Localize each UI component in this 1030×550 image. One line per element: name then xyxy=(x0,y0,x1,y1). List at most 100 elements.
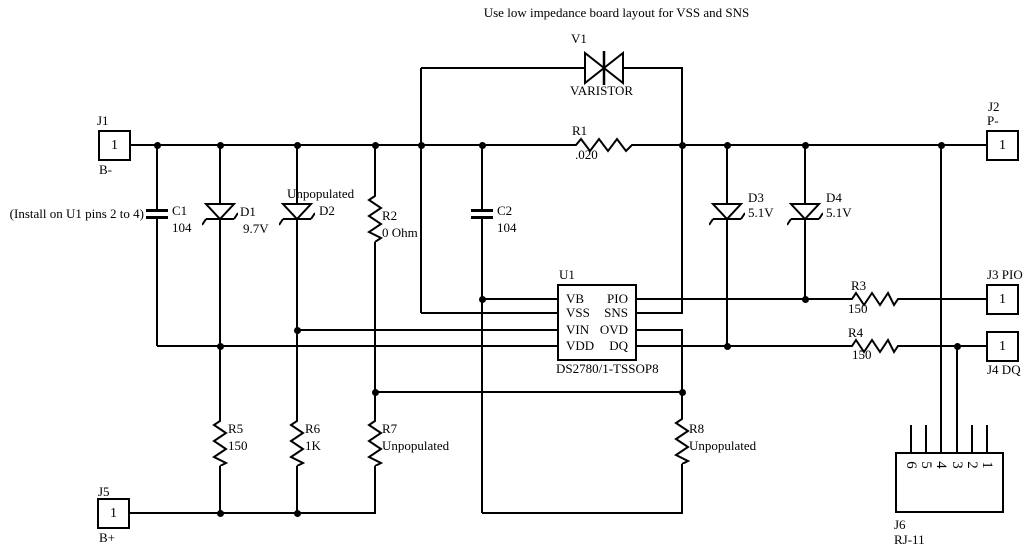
capacitor-icon-c2 xyxy=(471,216,493,219)
j1-net-label: B- xyxy=(99,162,112,177)
r5-value-label: 150 xyxy=(228,438,248,453)
d2-ref-label: D2 xyxy=(319,203,335,218)
r6-value-label: 1K xyxy=(305,438,321,453)
j6-pin-number: 6 xyxy=(903,461,919,469)
connector-j2: 1 xyxy=(986,130,1019,161)
r8-ref-label: R8 xyxy=(689,421,705,436)
j1-pin-number: 1 xyxy=(111,137,118,153)
c1-ref-label: C1 xyxy=(172,203,188,218)
wire-r2-top xyxy=(374,145,376,192)
wire-vss xyxy=(421,312,559,314)
resistor-icon-r4 xyxy=(848,338,900,354)
wire-pminus-bus xyxy=(638,144,986,146)
connector-j6 xyxy=(895,452,1004,513)
wire-r6-bottom xyxy=(296,466,298,513)
wire-bminus-bus xyxy=(130,144,570,146)
r6-ref-label: R6 xyxy=(305,421,321,436)
j2-pin-number: 1 xyxy=(999,137,1006,153)
j5-ref-label: J5 xyxy=(98,484,110,499)
wire-d4-top xyxy=(804,145,806,204)
wire-d1-top xyxy=(219,145,221,204)
junction-dot xyxy=(723,141,731,149)
wire-dq-a xyxy=(634,345,850,347)
r4-ref-label: R4 xyxy=(848,325,864,340)
r1-value-label: .020 xyxy=(575,147,598,162)
r8-value-label: Unpopulated xyxy=(689,438,757,453)
junction-dot xyxy=(478,141,486,149)
v1-ref-label: V1 xyxy=(571,31,587,46)
junction-dot xyxy=(153,141,161,149)
wire-r2-r7 xyxy=(374,242,376,418)
v1-value-label: VARISTOR xyxy=(570,83,634,98)
u1-pin-vin: VIN xyxy=(566,322,590,337)
install-note: (Install on U1 pins 2 to 4) xyxy=(9,206,144,221)
wire-ovd-r8 xyxy=(681,330,683,416)
wire-varistor-right xyxy=(622,67,683,69)
wire-j6-pin3 xyxy=(956,346,958,453)
junction-dot xyxy=(216,141,224,149)
wire-c1-bottom xyxy=(156,219,158,346)
wire-j6-stub6 xyxy=(910,425,912,453)
j4-pin-number: 1 xyxy=(999,338,1006,354)
d3-value-label: 5.1V xyxy=(748,205,774,220)
j6-pin-number: 4 xyxy=(933,461,949,469)
j4-ref-label: J4 DQ xyxy=(987,362,1021,377)
u1-pin-dq: DQ xyxy=(609,338,628,353)
junction-dot xyxy=(953,342,961,350)
r2-ref-label: R2 xyxy=(382,208,398,223)
wire-c1-top xyxy=(156,145,158,209)
u1-pin-vb: VB xyxy=(566,291,585,306)
junction-dot xyxy=(417,141,425,149)
j1-ref-label: J1 xyxy=(97,113,109,128)
d1-value-label: 9.7V xyxy=(243,221,269,236)
j3-pin-number: 1 xyxy=(999,291,1006,307)
wire-r7-r8-top xyxy=(375,391,683,393)
u1-pin-ovd: OVD xyxy=(599,322,628,337)
capacitor-icon-c1 xyxy=(146,216,168,219)
u1-part-label: DS2780/1-TSSOP8 xyxy=(556,361,659,376)
junction-dot xyxy=(371,388,379,396)
d3-ref-label: D3 xyxy=(748,190,764,205)
connector-j4: 1 xyxy=(986,331,1019,362)
u1-pin-pio: PIO xyxy=(607,291,628,306)
wire-d4-pio xyxy=(804,230,806,300)
junction-dot xyxy=(216,509,224,517)
resistor-icon-r8 xyxy=(674,416,690,464)
junction-dot xyxy=(293,326,301,334)
junction-dot xyxy=(293,141,301,149)
wire-ovd xyxy=(634,329,683,331)
j6-pin-number: 2 xyxy=(964,461,980,469)
zener-diode-icon-d1 xyxy=(202,201,238,231)
junction-dot xyxy=(371,141,379,149)
connector-j1: 1 xyxy=(98,130,131,161)
wire-bplus-bus xyxy=(129,512,376,514)
varistor-icon-v1 xyxy=(584,51,624,85)
wire-varistor-left xyxy=(421,67,586,69)
u1-pin-sns: SNS xyxy=(604,305,628,320)
r2-value-label: 0 Ohm xyxy=(382,225,418,240)
wire-r7-bottom xyxy=(374,466,376,513)
j2-net-label: P- xyxy=(987,113,999,128)
j5-net-label: B+ xyxy=(99,530,116,545)
j6-part-label: RJ-11 xyxy=(894,532,925,547)
wire-d1-r5 xyxy=(219,230,221,418)
junction-dot xyxy=(801,141,809,149)
resistor-icon-r6 xyxy=(289,418,305,466)
resistor-icon-r2 xyxy=(367,192,383,242)
resistor-icon-r7 xyxy=(367,418,383,466)
resistor-icon-r3 xyxy=(848,291,900,307)
u1-pin-vdd: VDD xyxy=(566,338,595,353)
ic-u1: VB PIO VSS SNS VIN OVD VDD DQ xyxy=(557,284,637,361)
j6-pin-number: 1 xyxy=(979,461,995,469)
wire-j6-stub5 xyxy=(925,425,927,453)
junction-dot xyxy=(801,295,809,303)
capacitor-icon-c1 xyxy=(146,209,168,212)
connector-j5: 1 xyxy=(97,498,130,529)
junction-dot xyxy=(478,295,486,303)
c2-value-label: 104 xyxy=(497,220,517,235)
j6-pin-number: 5 xyxy=(918,461,934,469)
wire-sns xyxy=(634,312,683,314)
d4-value-label: 5.1V xyxy=(826,205,852,220)
board-layout-note: Use low impedance board layout for VSS a… xyxy=(483,5,750,20)
